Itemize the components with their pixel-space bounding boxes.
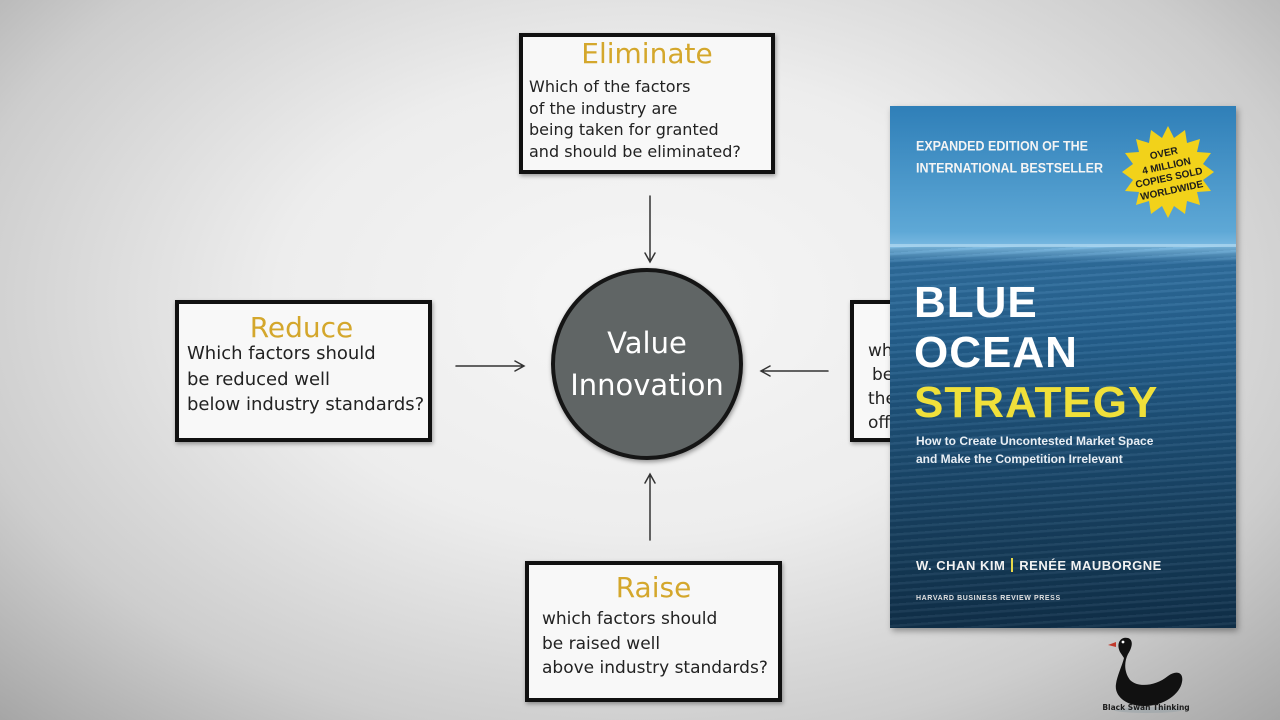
create-line: be <box>872 365 894 385</box>
raise-line: be raised well <box>542 633 661 654</box>
center-label-line: Innovation <box>570 368 724 402</box>
black-swan-icon <box>1108 637 1183 713</box>
author-name: W. CHAN KIM <box>916 558 1006 573</box>
author-name: RENÉE MAUBORGNE <box>1019 558 1162 573</box>
reduce-line: be reduced well <box>187 368 331 390</box>
watermark-text: Black Swan Thinking <box>1102 703 1190 712</box>
eliminate-line: and should be eliminated? <box>529 141 741 161</box>
subtitle-line: How to Create Uncontested Market Space <box>916 434 1154 448</box>
create-line: the <box>868 389 896 409</box>
reduce-line: below industry standards? <box>187 394 425 415</box>
raise-box: Raise which factors should be raised wel… <box>525 561 782 702</box>
author-separator <box>1011 558 1014 572</box>
horizon-line <box>890 244 1236 247</box>
sales-badge-starburst <box>1122 126 1214 218</box>
eliminate-box: Eliminate Which of the factors of the in… <box>519 33 775 174</box>
arrow-reduce-to-center <box>455 360 526 372</box>
create-line: wh <box>868 341 893 361</box>
book-edition-text: EXPANDED EDITION OF THE INTERNATIONAL BE… <box>916 135 1103 179</box>
raise-line: above industry standards? <box>542 658 768 678</box>
create-line: off <box>868 413 891 433</box>
eliminate-line: of the industry are <box>529 98 678 118</box>
book-title-line: STRATEGY <box>914 378 1159 427</box>
eliminate-title: Eliminate <box>581 37 713 70</box>
eliminate-text: Which of the factors of the industry are… <box>529 76 741 162</box>
eliminate-line: being taken for granted <box>529 120 719 139</box>
arrow-eliminate-to-center <box>644 195 656 264</box>
book-subtitle: How to Create Uncontested Market Space a… <box>916 432 1153 468</box>
book-cover: EXPANDED EDITION OF THE INTERNATIONAL BE… <box>890 106 1236 628</box>
reduce-box: Reduce Which factors should be reduced w… <box>175 300 432 442</box>
book-title-line: OCEAN <box>914 328 1078 377</box>
reduce-title: Reduce <box>249 311 354 344</box>
book-publisher: HARVARD BUSINESS REVIEW PRESS <box>916 595 1061 602</box>
edition-line: EXPANDED EDITION OF THE <box>916 138 1089 154</box>
eliminate-line: Which of the factors <box>529 77 691 96</box>
ocean-texture <box>890 246 1236 628</box>
arrow-create-to-center <box>759 365 829 377</box>
arrow-raise-to-center <box>644 472 656 541</box>
subtitle-line: and Make the Competition Irrelevant <box>916 452 1123 466</box>
raise-title: Raise <box>615 571 692 604</box>
create-text-partial: wh be the off <box>868 339 896 435</box>
edition-line: INTERNATIONAL BESTSELLER <box>916 160 1104 176</box>
reduce-text: Which factors should be reduced well bel… <box>187 341 424 418</box>
book-title: BLUE OCEAN STRATEGY <box>914 278 1158 428</box>
reduce-line: Which factors should <box>187 343 376 364</box>
center-label-line: Value <box>607 326 687 360</box>
raise-text: which factors should be raised well abov… <box>542 607 768 681</box>
value-innovation-circle: Value Innovation <box>551 268 743 460</box>
book-title-line: BLUE <box>914 278 1038 327</box>
raise-line: which factors should <box>542 609 718 629</box>
book-authors: W. CHAN KIM RENÉE MAUBORGNE <box>916 558 1162 573</box>
